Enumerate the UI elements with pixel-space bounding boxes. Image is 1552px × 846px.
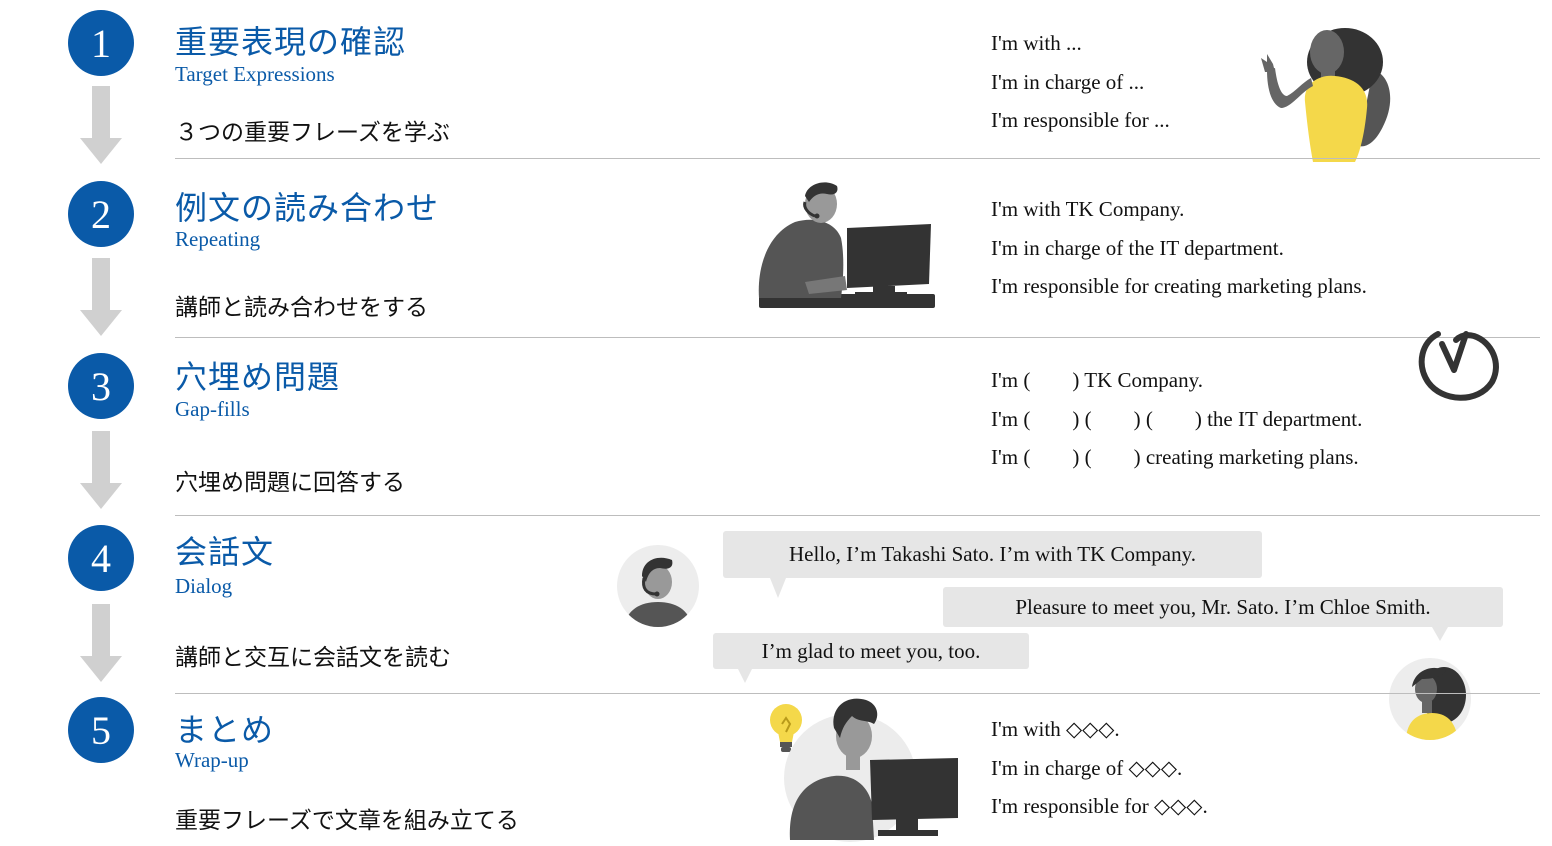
bubble-tail [738, 669, 752, 683]
step-2-number: 2 [68, 181, 134, 247]
dialog-bubble-3: I’m glad to meet you, too. [713, 633, 1029, 669]
woman-avatar-icon [1389, 658, 1471, 740]
phrase-line: I'm ( ) ( ) ( ) the IT department. [991, 406, 1363, 431]
phrase-line: I'm with ◇◇◇. [991, 717, 1120, 741]
step-2-title: 例文の読み合わせ [175, 189, 440, 227]
step-3-title: 穴埋め問題 [175, 358, 341, 396]
dialog-bubble-1: Hello, I’m Takashi Sato. I’m with TK Com… [723, 531, 1262, 578]
step-4-title: 会話文 [175, 533, 275, 571]
bubble-tail [770, 578, 786, 598]
man-avatar-icon [617, 545, 699, 627]
step-2-description: 講師と読み合わせをする [175, 295, 428, 321]
step-3-phrases: I'm ( ) TK Company. I'm ( ) ( ) ( ) the … [991, 361, 1362, 477]
step-4-number: 4 [68, 525, 134, 591]
woman-waving-illustration [1261, 28, 1391, 162]
step-4-subtitle: Dialog [175, 574, 233, 598]
step-1-subtitle: Target Expressions [175, 62, 335, 86]
phrase-line: I'm ( ) TK Company. [991, 368, 1204, 392]
step-2-subtitle: Repeating [175, 227, 261, 251]
step-4-description: 講師と交互に会話文を読む [175, 645, 451, 671]
phrase-line: I'm in charge of the IT department. [991, 235, 1284, 260]
lightbulb-icon [770, 704, 802, 752]
step-1-title: 重要表現の確認 [175, 23, 407, 61]
step-3-number: 3 [68, 353, 134, 419]
down-arrow-icon [80, 604, 122, 682]
step-2-phrases: I'm with TK Company. I'm in charge of th… [991, 190, 1367, 306]
down-arrow-icon [80, 258, 122, 336]
step-5-number: 5 [68, 697, 134, 763]
step-divider [175, 693, 1540, 694]
step-1-description: ３つの重要フレーズを学ぶ [175, 120, 450, 146]
step-3-description: 穴埋め問題に回答する [175, 470, 405, 496]
step-3-subtitle: Gap-fills [175, 397, 250, 421]
step-1-phrases: I'm with ... I'm in charge of ... I'm re… [991, 24, 1170, 140]
step-1-number: 1 [68, 10, 134, 76]
phrase-line: I'm responsible for ◇◇◇. [991, 794, 1208, 818]
down-arrow-icon [80, 86, 122, 164]
check-mark-icon [1418, 331, 1499, 401]
dialog-bubble-2: Pleasure to meet you, Mr. Sato. I’m Chlo… [943, 587, 1503, 627]
step-5-subtitle: Wrap-up [175, 748, 249, 772]
step-divider [175, 337, 1540, 338]
step-5-phrases: I'm with ◇◇◇. I'm in charge of ◇◇◇. I'm … [991, 710, 1208, 826]
phrase-line: I'm responsible for ... [991, 108, 1170, 132]
step-5-description: 重要フレーズで文章を組み立てる [175, 808, 519, 834]
step-divider [175, 515, 1540, 516]
down-arrow-icon [80, 431, 122, 509]
step-5-title: まとめ [175, 711, 275, 749]
bubble-tail [1432, 627, 1448, 641]
phrase-line: I'm with TK Company. [991, 197, 1185, 221]
step-divider [175, 158, 1540, 159]
phrase-line: I'm in charge of ◇◇◇. [991, 755, 1183, 780]
phrase-line: I'm ( ) ( ) creating marketing plans. [991, 445, 1359, 469]
phrase-line: I'm in charge of ... [991, 69, 1145, 94]
phrase-line: I'm responsible for creating marketing p… [991, 274, 1367, 298]
man-at-computer-illustration [784, 698, 958, 842]
phrase-line: I'm with ... [991, 31, 1082, 55]
headset-operator-illustration [758, 182, 935, 308]
